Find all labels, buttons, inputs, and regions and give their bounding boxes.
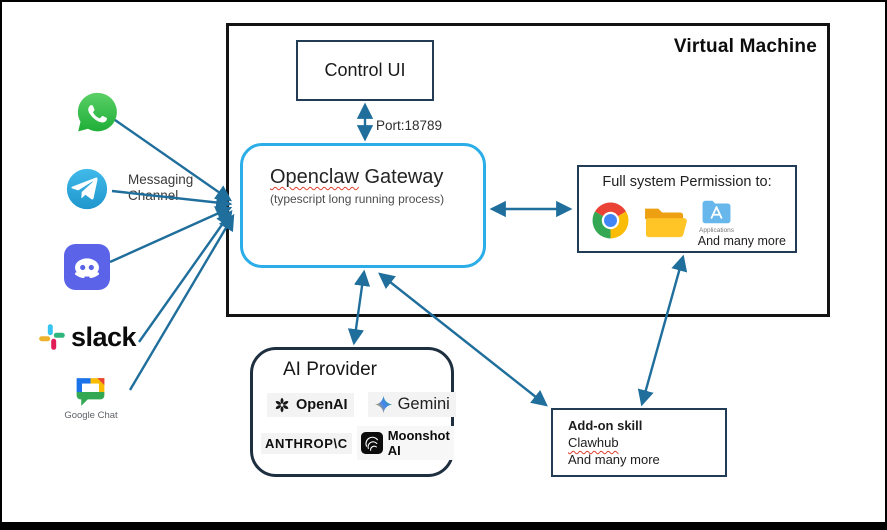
ai-provider-title: AI Provider (283, 359, 377, 380)
port-label: Port:18789 (376, 118, 443, 133)
openai-logo: OpenAI (267, 392, 354, 417)
moonshot-label: Moonshot AI (387, 428, 450, 458)
control-ui-box: Control UI (296, 40, 434, 101)
gateway-box: Openclaw Gateway (typescript long runnin… (240, 143, 486, 268)
openai-label: OpenAI (296, 396, 348, 413)
moonshot-icon (360, 432, 383, 454)
gemini-logo: Gemini (367, 392, 456, 417)
gateway-title: Openclaw Gateway (270, 166, 483, 189)
addon-skill-item: Clawhub (568, 435, 619, 451)
permissions-title: Full system Permission to: (602, 174, 772, 190)
gemini-label: Gemini (397, 395, 450, 413)
slack-wordmark: slack (71, 321, 137, 352)
virtual-machine-title: Virtual Machine (673, 36, 817, 57)
google-chat-icon (72, 372, 109, 409)
anthropic-wordmark: ANTHROP\C (261, 432, 352, 454)
permissions-box: Full system Permission to: (577, 165, 797, 253)
openai-icon (273, 396, 291, 414)
arrow-googlechat-gateway (128, 213, 235, 391)
gemini-icon (374, 395, 393, 414)
whatsapp-icon (75, 91, 119, 135)
gateway-title-rest: Gateway (358, 166, 444, 188)
slack-logo: slack (38, 321, 137, 352)
gateway-title-flagged-word: Openclaw (270, 166, 359, 188)
telegram-icon (64, 166, 110, 212)
arrow-slack-gateway (138, 210, 233, 343)
control-ui-label: Control UI (324, 60, 406, 80)
ai-provider-box: AI Provider (250, 347, 456, 477)
permissions-icons-row: Applications (590, 200, 734, 241)
ai-provider-row-2: ANTHROP\C Moonshot AI (261, 426, 454, 460)
google-chat-caption: Google Chat (64, 410, 118, 421)
applications-caption: Applications (699, 227, 735, 234)
permissions-more-label: And many more (697, 234, 786, 248)
messaging-channel-label: Messaging Channel (128, 172, 194, 203)
discord-icon (64, 244, 110, 290)
arrow-discord-gateway (109, 206, 233, 264)
addon-skill-title: Add-on skill (568, 418, 643, 433)
addon-skill-more-label: And many more (568, 452, 660, 468)
applications-folder-icon (701, 199, 732, 226)
slack-icon (38, 323, 66, 351)
chrome-icon (590, 200, 631, 241)
moonshot-logo: Moonshot AI (356, 426, 454, 460)
applications-folder-wrap: Applications (699, 199, 734, 234)
folder-icon (642, 202, 688, 240)
ai-provider-row-1: OpenAI Gemini (267, 392, 456, 417)
addon-skill-box: Add-on skill Clawhub And many more (551, 408, 727, 477)
gateway-subtitle: (typescript long running process) (270, 192, 445, 206)
